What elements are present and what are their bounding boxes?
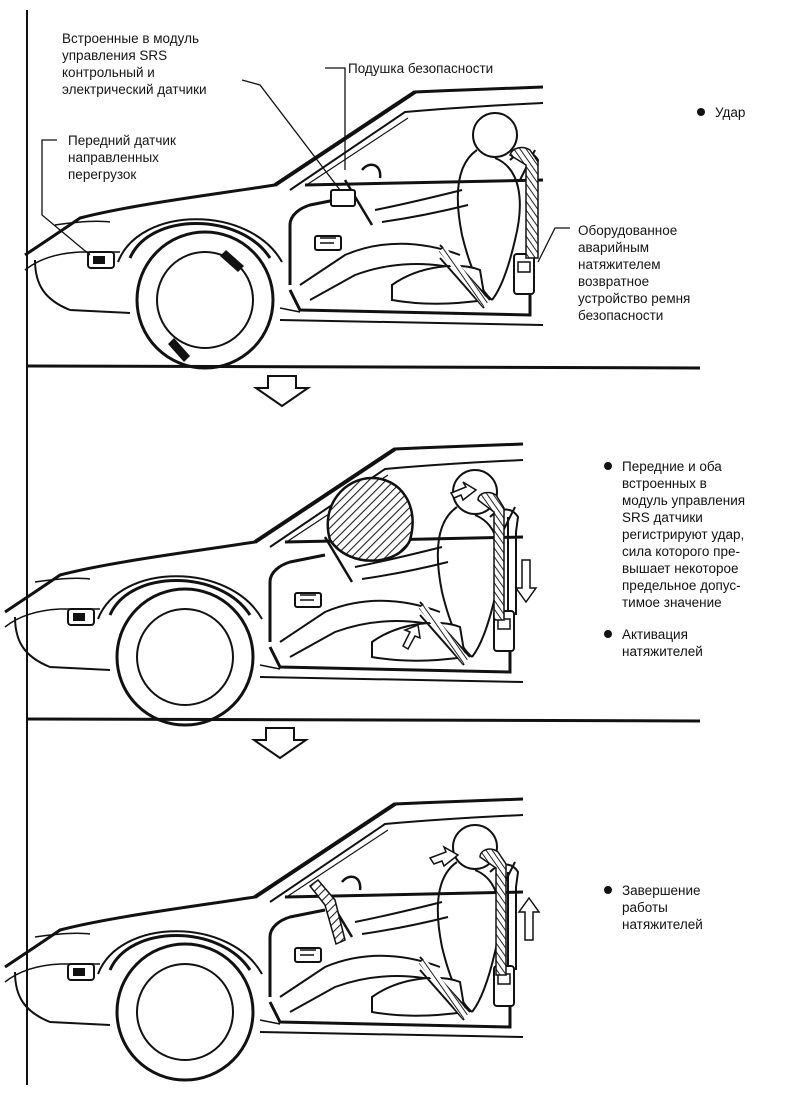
inflated-airbag: [328, 478, 413, 561]
bullet-icon: [697, 108, 705, 116]
stage-2-car: [5, 444, 536, 725]
label-pretensioner-retractor: Оборудованное аварийным натяжителем возв…: [578, 222, 690, 324]
stage-3-car: [5, 799, 539, 1080]
up-arrow-icon: [519, 898, 539, 940]
bullet-icon: [604, 886, 612, 894]
down-arrow-icon: [516, 560, 536, 602]
stage-2-bullet-sensors-register: Передние и оба встроенных в модуль управ…: [604, 458, 745, 611]
divider-1: [27, 366, 700, 368]
down-arrow-icon: [256, 376, 308, 406]
stage-2-bullet-activation: Активация натяжителей: [604, 626, 703, 660]
divider-2: [27, 719, 700, 721]
bullet-icon: [604, 630, 612, 638]
stage-1-car: [25, 87, 543, 368]
down-arrow-icon: [254, 728, 306, 758]
label-airbag: Подушка безопасности: [348, 60, 493, 77]
stage-1-bullet-impact: Удар: [697, 104, 745, 121]
label-srs-module-sensors: Встроенные в модуль управления SRS контр…: [62, 30, 207, 98]
bullet-icon: [604, 462, 612, 470]
stage-3-bullet-completion: Завершение работы натяжителей: [604, 882, 703, 933]
label-front-sensor: Передний датчик направленных перегрузок: [68, 132, 176, 183]
